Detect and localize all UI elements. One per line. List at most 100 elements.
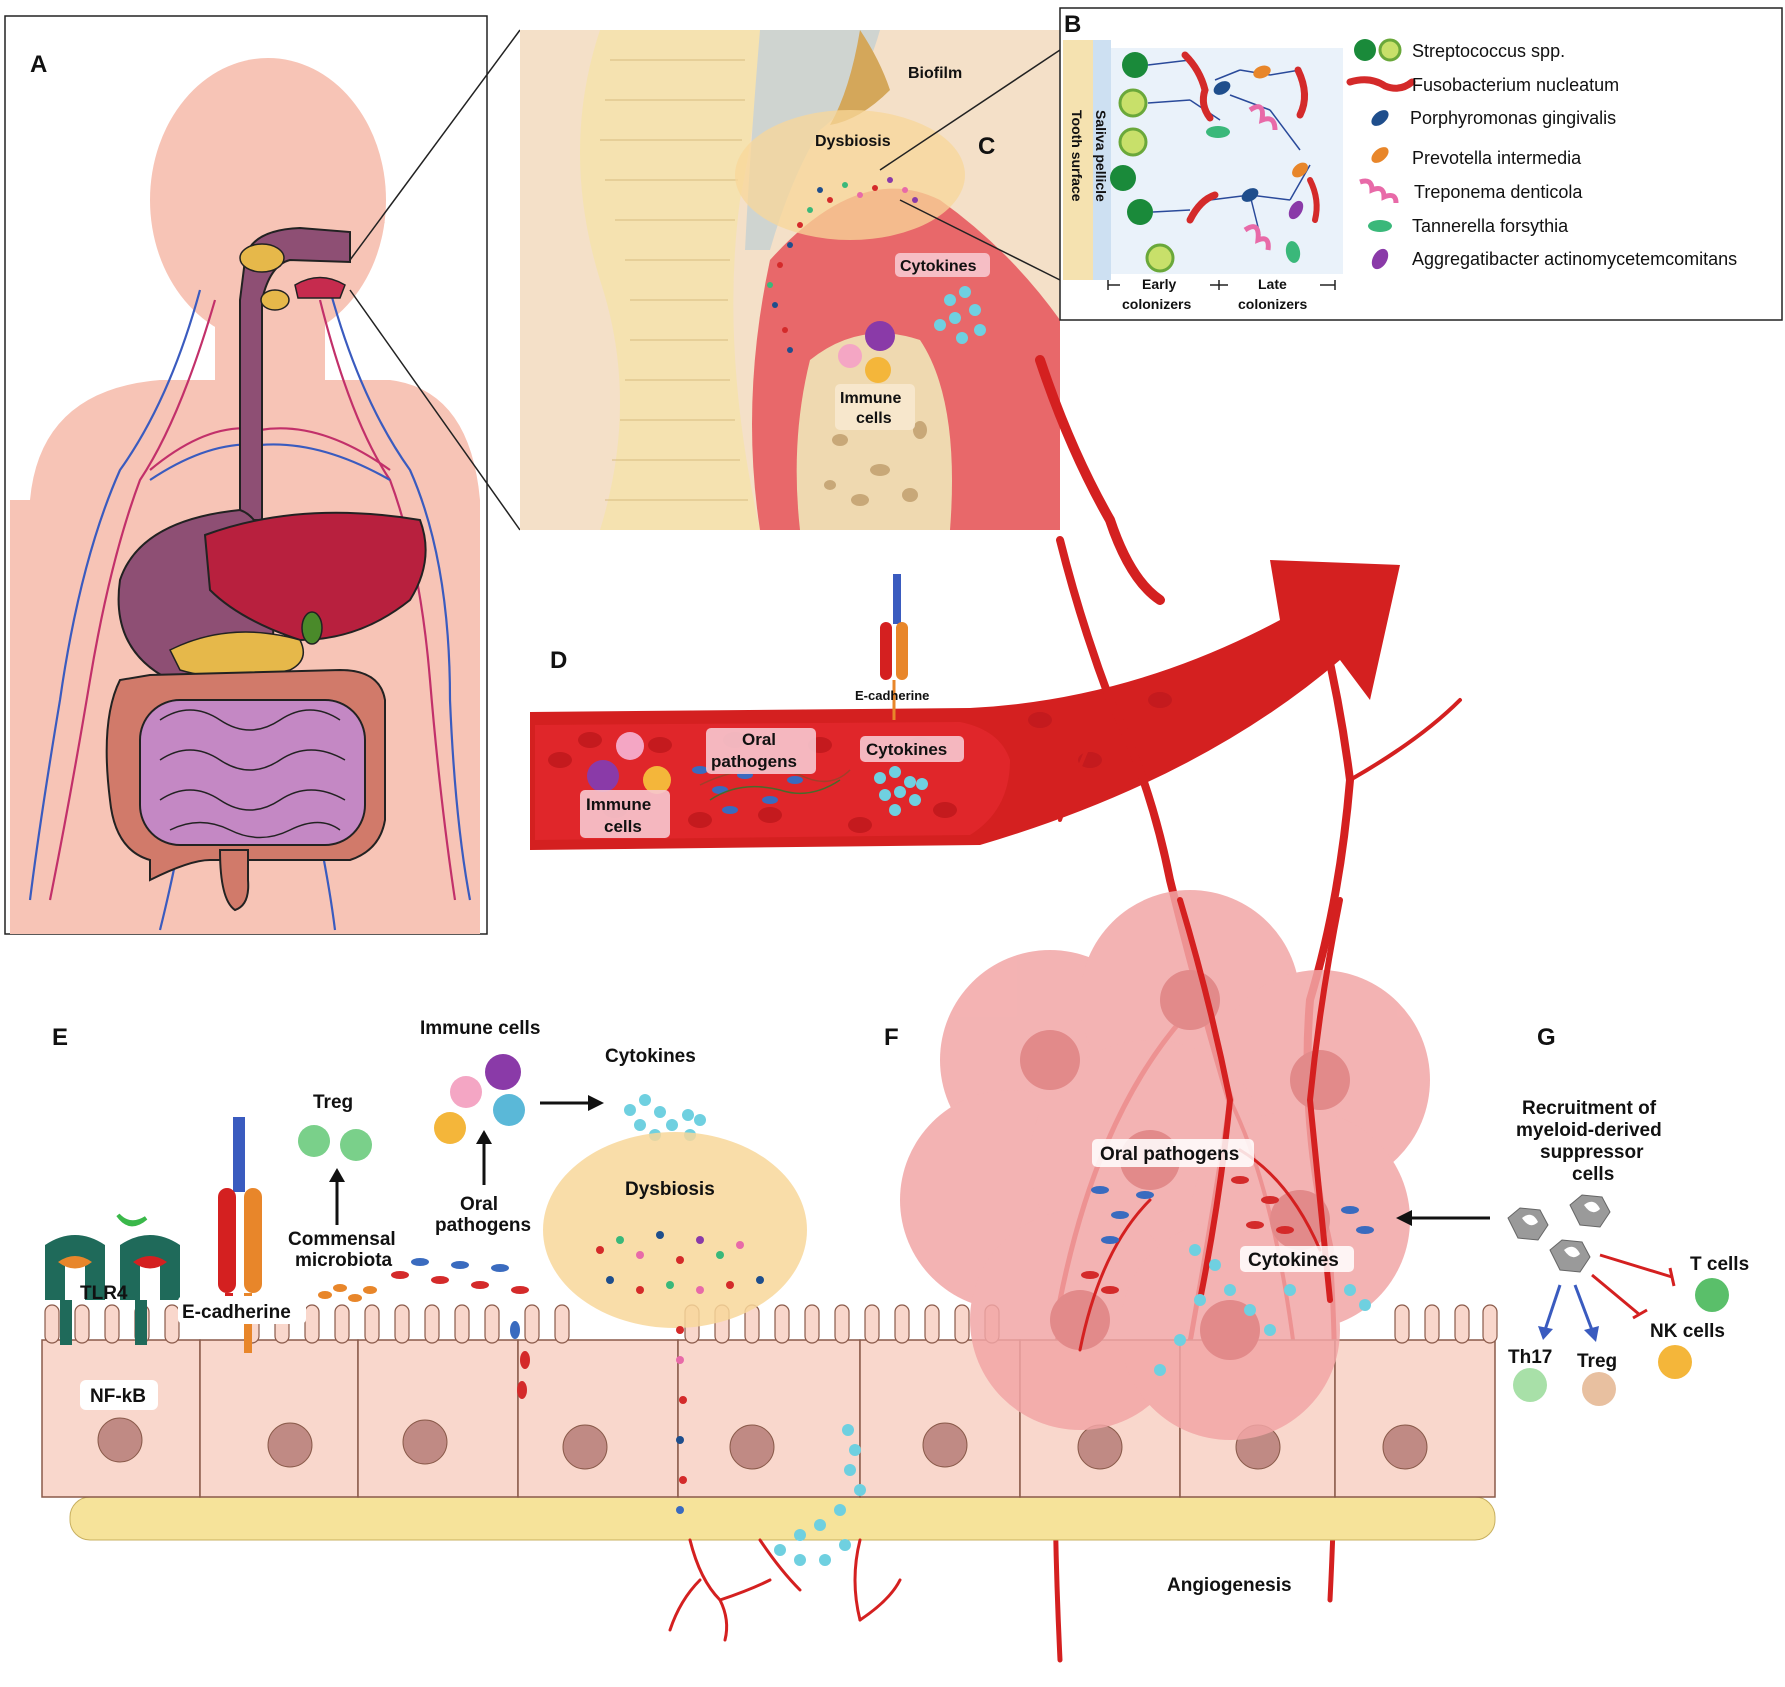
- panel-a: A: [4, 15, 521, 935]
- angiogenesis-label: Angiogenesis: [1167, 1575, 1292, 1596]
- tlr4-receptor: [45, 1235, 105, 1345]
- arrow-treg: [1573, 1284, 1599, 1342]
- tongue: [294, 276, 346, 299]
- immune-cells-label-1: Immune: [586, 795, 651, 814]
- cytokine-cluster: [874, 766, 928, 816]
- immune-cells-label-2: cells: [604, 817, 642, 836]
- treponema-icon: [1359, 178, 1399, 204]
- biofilm-crust: [830, 30, 890, 125]
- t-cell: [1695, 1278, 1729, 1312]
- dysbiosis-bacteria: [596, 1231, 764, 1514]
- legend-label-fusobacterium: Fusobacterium nucleatum: [1412, 75, 1619, 95]
- legend-label-treponema: Treponema denticola: [1414, 182, 1583, 202]
- panel-label-b: B: [1064, 11, 1081, 38]
- cytokine-cluster: [934, 286, 986, 344]
- immune-cell: [643, 766, 671, 794]
- cytokines-label: Cytokines: [605, 1046, 696, 1067]
- legend-label-streptococcus: Streptococcus spp.: [1412, 41, 1565, 61]
- biofilm-label: Biofilm: [908, 65, 962, 82]
- panel-label-c: C: [978, 133, 995, 160]
- cytokines-label: Cytokines: [866, 740, 947, 759]
- immune-cell: [587, 760, 619, 792]
- panel-g: G Recruitment of myeloid-derived suppres…: [1396, 1024, 1749, 1406]
- panel-label-f: F: [884, 1024, 899, 1051]
- streptococcus-icon: [1354, 39, 1376, 61]
- dysbiosis-label: Dysbiosis: [815, 133, 891, 150]
- e-cadherine-label: E-cadherine: [855, 688, 929, 703]
- nfkb-label: NF-kB: [90, 1386, 146, 1407]
- recruitment-label-2: myeloid-derived: [1516, 1120, 1662, 1141]
- prevotella-icon: [1371, 147, 1389, 163]
- immune-cell: [450, 1076, 482, 1108]
- tumor-vessels: [1078, 897, 1343, 1352]
- commensal-arrow: [329, 1168, 345, 1225]
- nk-cell: [1658, 1345, 1692, 1379]
- porphyromonas-icon: [1371, 110, 1389, 126]
- aggregatibacter-icon: [1371, 248, 1389, 270]
- gallbladder: [301, 611, 323, 645]
- tooth: [580, 30, 760, 530]
- panel-e: E TLR4 NF-kB E-cadherine Treg: [45, 1018, 902, 1642]
- recruitment-label-4: cells: [1572, 1164, 1614, 1185]
- e-cadherine-stalk: [893, 574, 901, 624]
- fusobacterium-icon: [1346, 76, 1416, 92]
- legend: Streptococcus spp. Fusobacterium nucleat…: [1346, 38, 1737, 270]
- immune-cells-label-1: Immune: [840, 390, 901, 407]
- immune-cell: [616, 732, 644, 760]
- treg-label: Treg: [313, 1092, 353, 1113]
- tooth-surface-label: Tooth surface: [1069, 110, 1085, 202]
- panel-f: Oral pathogens Cytokines Angiogenesis F: [884, 890, 1430, 1596]
- dysbiosis-label: Dysbiosis: [625, 1179, 715, 1200]
- panel-label-a: A: [30, 51, 47, 78]
- streptococcus-icon: [1378, 38, 1402, 62]
- small-intestine: [139, 699, 366, 846]
- late-colonizers-label-2: colonizers: [1238, 296, 1307, 312]
- legend-label-aggregatibacter: Aggregatibacter actinomycetemcomitans: [1412, 249, 1737, 269]
- treg-cell: [1582, 1372, 1616, 1406]
- early-colonizers-label-1: Early: [1142, 276, 1176, 292]
- bone-texture: [824, 421, 927, 506]
- oral-pathogens-label: Oral pathogens: [1100, 1144, 1239, 1165]
- treg-cell: [298, 1125, 330, 1157]
- treg-label: Treg: [1577, 1351, 1617, 1372]
- colonizer-range-bar: [1107, 280, 1336, 290]
- immune-cell: [485, 1054, 521, 1090]
- dysbiosis-halo: [735, 110, 965, 240]
- panel-c: Biofilm Dysbiosis Cytokines Immune cells…: [520, 30, 1061, 531]
- th17-cell: [1513, 1368, 1547, 1402]
- oral-pathogens-label-2: pathogens: [711, 752, 797, 771]
- panel-d: E-cadherine Immune cells Oral pathogens …: [530, 560, 1400, 850]
- ligand-icon: [116, 1213, 148, 1227]
- panel-label-d: D: [550, 647, 567, 674]
- commensal-label-2: microbiota: [295, 1250, 393, 1271]
- early-colonizers-label-2: colonizers: [1122, 296, 1191, 312]
- inhibition-nk-cells: [1591, 1273, 1648, 1320]
- late-colonizers-label-1: Late: [1258, 276, 1287, 292]
- th17-label: Th17: [1508, 1347, 1552, 1368]
- panel-b: Tooth surface Saliva pellicle: [1059, 7, 1783, 321]
- cytokines-label: Cytokines: [1248, 1250, 1339, 1271]
- rectum: [218, 849, 250, 912]
- e-cadherine-stalk: [233, 1117, 245, 1192]
- immune-cell: [865, 321, 895, 351]
- tlr4-receptor: [120, 1235, 180, 1345]
- t-cells-label: T cells: [1690, 1254, 1749, 1275]
- immune-cell: [493, 1094, 525, 1126]
- oral-pathogens-label-1: Oral: [742, 730, 776, 749]
- legend-label-porphyromonas: Porphyromonas gingivalis: [1410, 108, 1616, 128]
- mdsc-cell: [1507, 1207, 1549, 1241]
- tooth-surface-strip: [1063, 40, 1093, 280]
- mdsc-cell: [1569, 1194, 1611, 1228]
- commensal-label-1: Commensal: [288, 1229, 396, 1250]
- immune-arrow: [540, 1095, 604, 1111]
- capillaries: [668, 1538, 902, 1642]
- cytokines-label: Cytokines: [900, 258, 977, 275]
- recruitment-label-1: Recruitment of: [1522, 1098, 1657, 1119]
- tlr4-label: TLR4: [80, 1283, 128, 1304]
- recruitment-arrow: [1396, 1210, 1490, 1226]
- pathogen-arrow: [476, 1130, 492, 1185]
- legend-label-tannerella: Tannerella forsythia: [1412, 216, 1569, 236]
- small-intestine-loops: [159, 709, 346, 839]
- late-colonizers: [1181, 51, 1320, 263]
- immune-cell: [865, 357, 891, 383]
